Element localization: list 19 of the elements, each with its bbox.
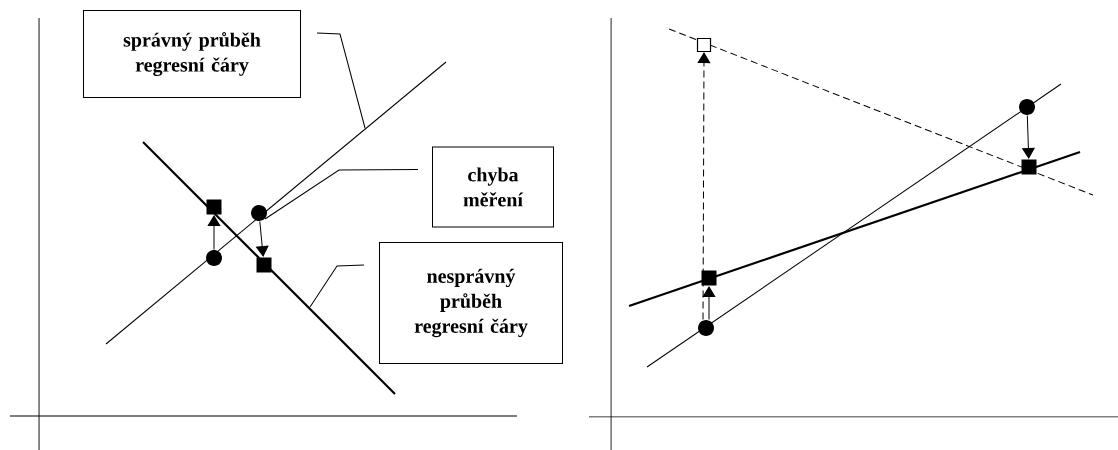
square-marker (1021, 159, 1037, 175)
square-marker (206, 199, 222, 215)
arrow (1022, 115, 1035, 159)
circle-marker (698, 320, 714, 336)
leader-line (264, 169, 419, 220)
arrow (207, 215, 221, 250)
label-box: správný průběh regresní čáry (83, 10, 301, 98)
circle-marker (1019, 99, 1035, 115)
arrow (256, 220, 269, 257)
circle-marker (206, 250, 222, 266)
label-box: chyba měření (432, 146, 554, 228)
arrow (697, 52, 711, 320)
circle-marker (251, 205, 267, 221)
leader-line (316, 32, 366, 129)
arrow (702, 286, 716, 320)
square-marker (696, 37, 712, 53)
leader-line (309, 264, 365, 308)
label-box: nesprávný průběh regresní čáry (379, 242, 563, 364)
square-marker (256, 257, 272, 273)
